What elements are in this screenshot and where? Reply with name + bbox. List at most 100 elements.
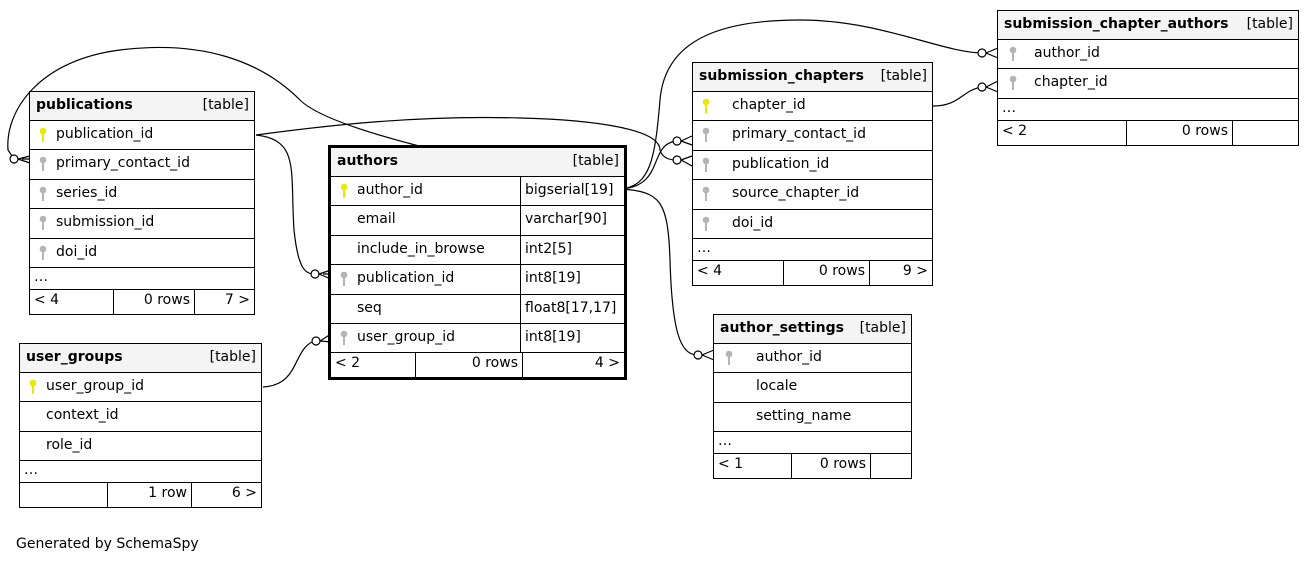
column-row: include_in_browse int2[5] (331, 235, 624, 266)
table-header: authors [table] (331, 148, 624, 177)
column-row: doi_id (693, 210, 932, 239)
column-name: role_id (46, 436, 93, 453)
parents-count[interactable]: < 2 (998, 120, 1127, 145)
children-count[interactable] (871, 454, 911, 478)
column-row: email varchar[90] (331, 206, 624, 236)
column-row: publication_id (693, 151, 932, 181)
more-columns-ellipsis: … (998, 99, 1298, 121)
column-row: author_id (714, 344, 911, 374)
table-header: submission_chapters [table] (693, 63, 932, 92)
children-count[interactable]: 4 > (594, 355, 620, 372)
column-type: bigserial[19] (520, 177, 624, 206)
column-row: chapter_id (998, 69, 1298, 99)
children-count[interactable]: 6 > (231, 485, 257, 502)
table-footer: < 2 0 rows (998, 120, 1298, 145)
column-row: primary_contact_id (693, 121, 932, 151)
column-row: primary_contact_id (30, 150, 254, 180)
crowfoot-circle (977, 82, 987, 92)
crowfoot-circle (9, 154, 19, 164)
column-name: locale (756, 378, 798, 395)
column-name: submission_id (56, 214, 155, 231)
column-name: author_id (756, 349, 822, 365)
children-count[interactable]: 9 > (902, 262, 928, 279)
children-count[interactable]: 7 > (224, 291, 250, 308)
column-name: include_in_browse (357, 240, 485, 257)
foreign-key-icon (1009, 46, 1017, 61)
column-row: chapter_id (693, 92, 932, 122)
foreign-key-icon (1009, 76, 1017, 91)
column-name: context_id (46, 407, 119, 424)
column-name: user_group_id (357, 328, 455, 345)
table-author-settings[interactable]: author_settings [table] author_id locale… (713, 314, 912, 480)
foreign-key-icon (725, 350, 733, 365)
foreign-key-icon (39, 245, 47, 260)
edge-authors-user-groups (262, 340, 315, 388)
column-name: doi_id (732, 214, 774, 231)
column-type: int8[19] (520, 323, 624, 353)
column-name: source_chapter_id (732, 185, 860, 202)
column-row: source_chapter_id (693, 180, 932, 210)
column-type: int8[19] (520, 265, 624, 294)
table-header: author_settings [table] (714, 315, 911, 344)
parents-count[interactable] (20, 483, 108, 508)
primary-key-icon (702, 98, 710, 113)
edge-authors-publications (255, 134, 315, 275)
edge-chapters-contact-authors (621, 19, 983, 190)
foreign-key-icon (702, 186, 710, 202)
column-row: submission_id (30, 209, 254, 239)
column-name: email (357, 211, 396, 228)
crowfoot-circle (311, 336, 321, 346)
column-row: context_id (20, 402, 261, 432)
column-name: author_id (1034, 45, 1100, 61)
column-row: author_id bigserial[19] (331, 177, 624, 207)
table-publications[interactable]: publications [table] publication_id prim… (29, 91, 255, 315)
column-name: seq (357, 299, 382, 316)
table-header: submission_chapter_authors [table] (998, 11, 1298, 40)
crowfoot-circle (693, 350, 703, 360)
foreign-key-icon (39, 215, 47, 231)
table-name: author_settings (720, 320, 844, 336)
foreign-key-icon (39, 157, 47, 172)
table-authors[interactable]: authors [table] author_id bigserial[19] … (328, 145, 627, 381)
foreign-key-icon (702, 128, 710, 143)
crowfoot-circle (310, 269, 320, 279)
more-columns-ellipsis: … (693, 239, 932, 261)
table-footer: < 4 0 rows 9 > (693, 260, 932, 285)
row-count: 0 rows (784, 260, 870, 285)
row-count: 0 rows (114, 289, 195, 314)
crowfoot-circle (977, 48, 987, 58)
foreign-key-icon (702, 157, 710, 172)
table-name: authors (337, 153, 398, 169)
column-row: publication_id (30, 121, 254, 151)
column-row: setting_name (714, 403, 911, 433)
row-count: 0 rows (792, 454, 871, 479)
column-row: locale (714, 373, 911, 403)
column-row: doi_id (30, 239, 254, 268)
foreign-key-icon (702, 216, 710, 231)
column-row: role_id (20, 432, 261, 462)
table-footer: < 1 0 rows (714, 454, 911, 479)
column-type: varchar[90] (520, 206, 624, 235)
table-tag: [table] (572, 153, 619, 169)
edge-settings-authors (621, 188, 698, 356)
column-name: chapter_id (732, 97, 806, 113)
column-row: user_group_id (20, 373, 261, 403)
more-columns-ellipsis: … (30, 268, 254, 290)
table-submission-chapters[interactable]: submission_chapters [table] chapter_id p… (692, 62, 933, 286)
table-name: user_groups (26, 349, 123, 365)
table-tag: [table] (859, 320, 906, 336)
parents-count[interactable]: < 4 (693, 260, 784, 285)
table-name: submission_chapters (699, 68, 864, 84)
crowfoot-circle (672, 136, 682, 146)
row-count: 0 rows (416, 353, 523, 378)
table-submission-chapter-authors[interactable]: submission_chapter_authors [table] autho… (997, 10, 1299, 146)
parents-count[interactable]: < 2 (331, 353, 416, 378)
table-name: submission_chapter_authors (1004, 16, 1229, 32)
table-user-groups[interactable]: user_groups [table] user_group_id contex… (19, 343, 262, 509)
column-name: user_group_id (46, 378, 144, 394)
foreign-key-icon (39, 186, 47, 201)
children-count[interactable] (1233, 121, 1298, 145)
column-name: author_id (357, 182, 423, 198)
parents-count[interactable]: < 1 (714, 454, 792, 479)
parents-count[interactable]: < 4 (30, 289, 114, 314)
